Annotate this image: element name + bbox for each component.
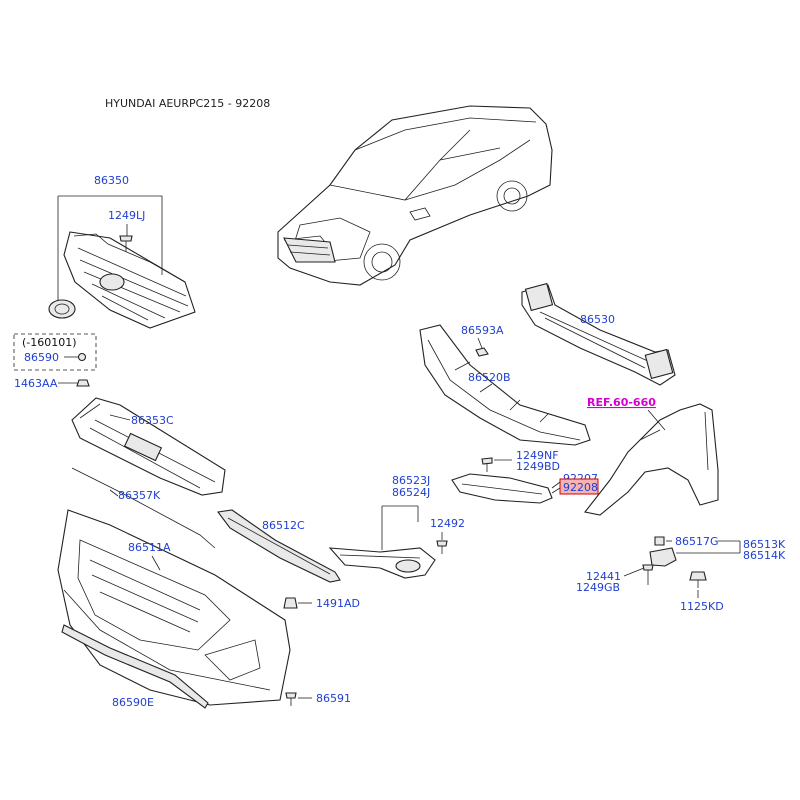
energy-absorber-86520B: [419, 324, 591, 446]
date-note-box: [13, 333, 97, 371]
label-1249GB: 1249GB: [576, 581, 620, 594]
screw-86591: [285, 692, 297, 706]
label-86591: 86591: [316, 692, 351, 705]
nut-1125KD: [689, 571, 707, 588]
label-86590: 86590: [24, 351, 59, 364]
lower-lip-86590E: [61, 624, 209, 709]
label-86511A: 86511A: [128, 541, 171, 554]
car-illustration: [277, 105, 553, 286]
label-86357K: 86357K: [118, 489, 161, 502]
label-86520B: 86520B: [468, 371, 511, 384]
screw-12492: [436, 540, 448, 554]
label-86350: 86350: [94, 174, 129, 187]
diagram-title: HYUNDAI AEURPC215 - 92208: [105, 97, 270, 110]
label-86513K: 86513K: [743, 538, 786, 551]
screw-1249NF: [481, 457, 493, 472]
label-12492: 12492: [430, 517, 465, 530]
label-86530: 86530: [580, 313, 615, 326]
label-86524J: 86524J: [392, 486, 430, 499]
label-86523J: 86523J: [392, 474, 430, 487]
label-86517G: 86517G: [675, 535, 719, 548]
label-ref-60-660: REF.60-660: [587, 396, 656, 409]
molding-strip-86357K: [71, 467, 216, 549]
bracket-86593A: [475, 347, 489, 357]
label-1125KD: 1125KD: [680, 600, 724, 613]
radiator-grille: [63, 231, 196, 329]
clip-86590: [77, 352, 87, 362]
clip-86517G: [654, 536, 665, 546]
label-86514K: 86514K: [743, 549, 786, 562]
front-fender: [584, 403, 719, 516]
label-1463AA: 1463AA: [14, 377, 58, 390]
highlight-92208: [559, 478, 599, 495]
screw-12441: [642, 564, 654, 585]
bracket-86513K: [649, 547, 677, 567]
label-12441: 12441: [586, 570, 621, 583]
label-92208: 92208: [563, 481, 598, 494]
label-date-note: (-160101): [22, 336, 77, 349]
label-1491AD: 1491AD: [316, 597, 360, 610]
screw-1249LJ: [119, 235, 133, 252]
label-86512C: 86512C: [262, 519, 305, 532]
label-86590E: 86590E: [112, 696, 154, 709]
bumper-beam-86530: [521, 282, 676, 386]
clip-1491AD: [283, 597, 298, 609]
hyundai-emblem: [48, 299, 76, 319]
label-1249LJ: 1249LJ: [108, 209, 145, 222]
label-86593A: 86593A: [461, 324, 504, 337]
label-1249NF: 1249NF: [516, 449, 559, 462]
fog-lamp-bezel: [328, 547, 436, 579]
label-86353C: 86353C: [131, 414, 174, 427]
label-1249BD: 1249BD: [516, 460, 560, 473]
drl-lamp-92208: [451, 473, 553, 504]
clip-1463AA: [76, 379, 90, 387]
bumper-upper-cover: [71, 397, 226, 496]
